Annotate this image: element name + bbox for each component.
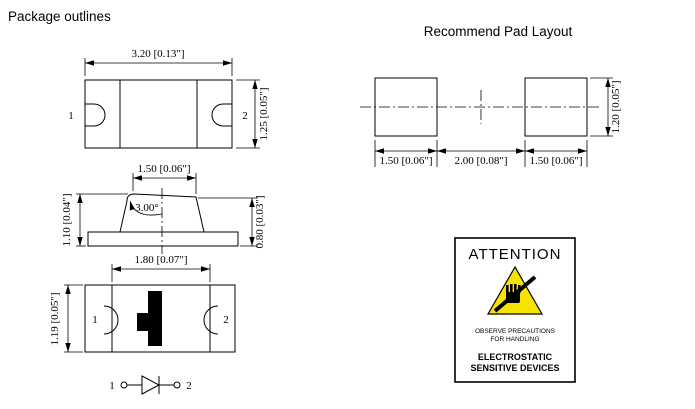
pin1-label: 1	[109, 380, 115, 392]
pad-layout-title: Recommend Pad Layout	[424, 24, 573, 39]
right-castellation-notch	[211, 103, 232, 127]
substrate-outline	[87, 231, 239, 247]
slash-icon	[493, 275, 537, 313]
pin1-label: 1	[92, 314, 98, 326]
angle-leader-arrow	[129, 200, 163, 216]
side-view: 1.50 [0.06"] 3.00° 1.10 [0.04"] 0.80 [0.…	[61, 163, 266, 254]
esd-text-line1: ELECTROSTATIC	[478, 352, 553, 362]
hand-finger	[506, 285, 509, 293]
caution-text-line2: FOR HANDLING	[490, 336, 539, 343]
pin2-label: 2	[242, 110, 248, 122]
diode-schematic: 1 2	[109, 375, 192, 395]
pin2-label: 2	[223, 314, 229, 326]
diode-anode-triangle	[141, 375, 161, 395]
pin2-label: 2	[186, 380, 192, 392]
hand-finger	[510, 284, 513, 293]
attention-title: ATTENTION	[469, 246, 562, 263]
package-body-outline	[84, 284, 236, 353]
cathode-polarity-mark	[137, 291, 162, 346]
terminal-node	[120, 381, 128, 389]
pin1-label: 1	[68, 110, 74, 122]
bottom-view: 1.80 [0.07"] 1 2 1.19 [0.05"]	[49, 254, 236, 353]
side-view-top-width-dimension: 1.50 [0.06"]	[137, 163, 190, 175]
bottom-view-height-dimension: 1.19 [0.05"]	[49, 292, 61, 345]
terminal-node	[173, 381, 181, 389]
esd-attention-label: ATTENTION OBSERVE PRECAUTIONS FOR HANDLI…	[454, 237, 576, 383]
right-pad	[524, 77, 588, 137]
top-view-width-dimension: 3.20 [0.13"]	[131, 48, 184, 60]
top-view-height-dimension: 1.25 [0.05"]	[258, 87, 270, 140]
right-pad-width-dimension: 1.50 [0.06"]	[529, 155, 582, 167]
left-pad-width-dimension: 1.50 [0.06"]	[379, 155, 432, 167]
pad-gap-dimension: 2.00 [0.08"]	[454, 155, 507, 167]
epoxy-body-outline	[119, 193, 205, 233]
side-view-total-height-dimension: 1.10 [0.04"]	[61, 193, 73, 246]
pad-height-dimension: 1.20 [0.05"]	[610, 80, 622, 133]
esd-hand-icon	[493, 275, 537, 313]
package-body-outline	[84, 79, 233, 149]
esd-text-line2: SENSITIVE DEVICES	[470, 363, 559, 373]
left-castellation-arc	[103, 305, 119, 335]
bottom-view-width-dimension: 1.80 [0.07"]	[134, 254, 187, 266]
slope-angle-label: 3.00°	[135, 202, 159, 214]
left-castellation-notch	[85, 103, 106, 127]
pad-layout: 1.50 [0.06"] 2.00 [0.08"] 1.50 [0.06"] 1…	[360, 77, 622, 167]
package-outlines-title: Package outlines	[8, 9, 111, 24]
side-view-body-height-dimension: 0.80 [0.03"]	[254, 195, 266, 248]
right-castellation-arc	[203, 305, 219, 335]
caution-text-line1: OBSERVE PRECAUTIONS	[475, 328, 556, 335]
top-view: 3.20 [0.13"] 1 2 1.25 [0.05"]	[68, 48, 270, 149]
hand-finger	[514, 284, 517, 293]
